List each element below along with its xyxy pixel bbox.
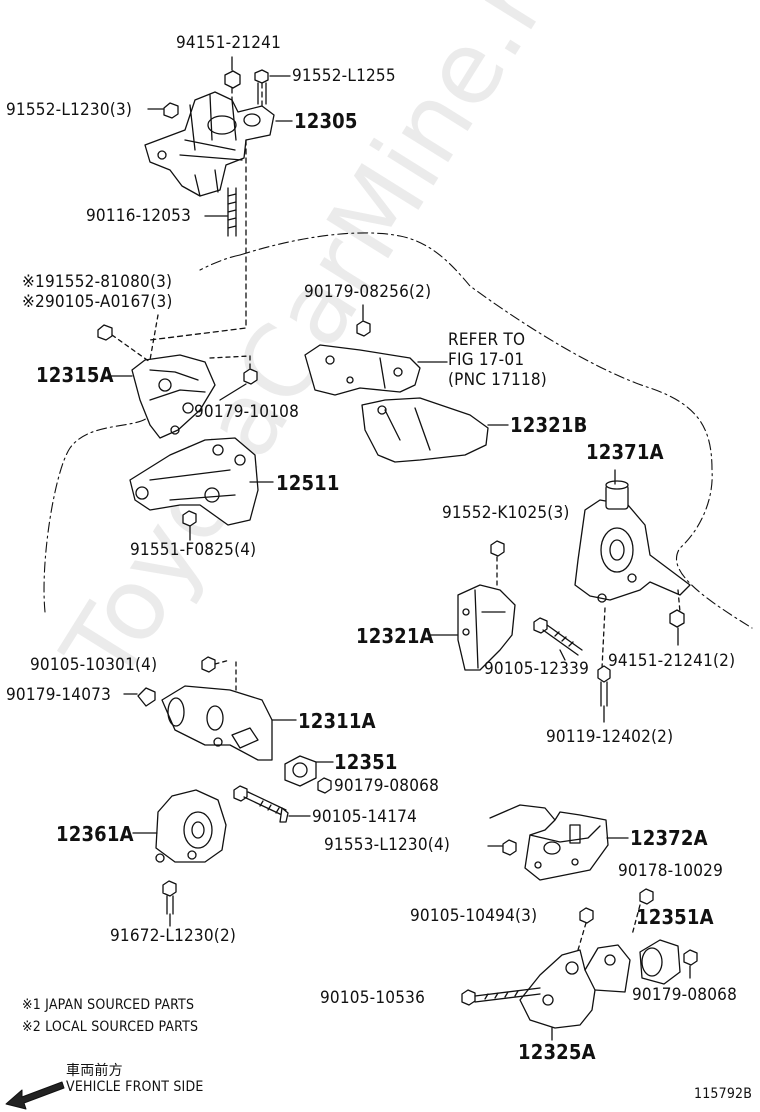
- label-90119-12402: 90119-12402(2): [546, 727, 674, 747]
- bolt-90105-10536: [461, 987, 541, 1006]
- label-90105-a0167: ※290105-A0167(3): [22, 292, 173, 312]
- label-91552-81080: ※191552-81080(3): [22, 272, 173, 292]
- label-91552-k1025: 91552-K1025(3): [442, 503, 570, 523]
- label-90105-10536: 90105-10536: [320, 988, 426, 1008]
- label-90105-10301: 90105-10301(4): [30, 655, 158, 675]
- nut-90178-10029: [631, 888, 654, 936]
- part-refer-bracket: [304, 344, 448, 396]
- label-12321a: 12321A: [356, 624, 434, 648]
- part-12371a-mount: [574, 469, 691, 669]
- bolt-91672-l1230: [162, 880, 177, 927]
- bolt-90105-10301: [201, 656, 237, 691]
- label-90116-12053: 90116-12053: [86, 206, 192, 226]
- refer-line-3: (PNC 17118): [448, 370, 547, 390]
- bolt-91553-l1230: [487, 839, 517, 856]
- bolt-91552-l1255: [254, 69, 291, 105]
- refer-line-1: REFER TO: [448, 330, 526, 350]
- note-japan-sourced: ※1 JAPAN SOURCED PARTS: [22, 997, 195, 1013]
- part-12305-mount: [144, 91, 275, 197]
- label-90179-08068-b: 90179-08068: [632, 985, 738, 1005]
- vehicle-front-arrow: [5, 1081, 65, 1110]
- bolt-91552-81080: [97, 314, 159, 363]
- label-91551-f0825: 91551-F0825(4): [130, 540, 257, 560]
- label-90105-10494: 90105-10494(3): [410, 906, 538, 926]
- nut-94151-21241-pair: [669, 609, 685, 646]
- stud-90116-12053: [204, 187, 237, 237]
- bolt-90105-10494: [579, 907, 594, 924]
- nut-90179-08068-a: [317, 777, 332, 794]
- part-12311a-bracket: [161, 685, 297, 761]
- label-91553-l1230: 91553-L1230(4): [324, 835, 451, 855]
- bolt-90105-12339: [533, 617, 583, 661]
- label-94151-21241-2: 94151-21241(2): [608, 651, 736, 671]
- label-12361a: 12361A: [56, 822, 134, 846]
- note-local-sourced: ※2 LOCAL SOURCED PARTS: [22, 1019, 199, 1035]
- clip-90179-14073: [123, 687, 156, 707]
- part-12351a-bushing: [639, 939, 681, 985]
- label-90105-12339: 90105-12339: [484, 659, 590, 679]
- label-90178-10029: 90178-10029: [618, 861, 724, 881]
- bolt-91552-k1025: [490, 540, 505, 586]
- figure-id: 115792B: [694, 1086, 753, 1102]
- nut-94151-top: [224, 56, 241, 89]
- label-12325a: 12325A: [518, 1040, 596, 1064]
- bolt-91552-l1230-left: [147, 102, 179, 119]
- direction-japanese: 車両前方: [66, 1063, 123, 1079]
- refer-line-2: FIG 17-01: [448, 350, 525, 370]
- label-12351: 12351: [334, 750, 398, 774]
- label-90179-14073: 90179-14073: [6, 685, 112, 705]
- engine-outline: [43, 232, 753, 629]
- part-12351-bushing: [284, 755, 334, 787]
- label-12311a: 12311A: [298, 709, 376, 733]
- label-91552-l1230-3: 91552-L1230(3): [6, 100, 133, 120]
- bolt-90105-14174: [233, 785, 311, 823]
- label-90179-08068-a: 90179-08068: [334, 776, 440, 796]
- label-94151-21241: 94151-21241: [176, 33, 282, 53]
- label-90179-08256: 90179-08256(2): [304, 282, 432, 302]
- part-12511-bracket: [129, 437, 274, 526]
- label-12511: 12511: [276, 471, 340, 495]
- part-12361a-mount: [132, 789, 227, 863]
- label-90105-14174: 90105-14174: [312, 807, 418, 827]
- label-90179-10108: 90179-10108: [194, 402, 300, 422]
- label-91552-l1255: 91552-L1255: [292, 66, 396, 86]
- label-12321b: 12321B: [510, 413, 588, 437]
- bolt-90119-12402: [597, 665, 611, 723]
- part-12315a-bracket: [107, 354, 216, 439]
- part-12321b-bracket: [361, 397, 509, 463]
- part-12372a-bracket: [489, 804, 629, 881]
- nut-90179-08068-b: [683, 949, 698, 979]
- nut-90179-08256: [356, 304, 371, 337]
- label-12372a: 12372A: [630, 826, 708, 850]
- bolt-91551-f0825: [182, 510, 197, 541]
- label-12305: 12305: [294, 109, 358, 133]
- label-12371a: 12371A: [586, 440, 664, 464]
- label-12351a: 12351A: [636, 905, 714, 929]
- part-12325a-bracket: [519, 922, 631, 1041]
- part-12321a-bracket: [429, 584, 516, 671]
- direction-english: VEHICLE FRONT SIDE: [66, 1079, 204, 1095]
- nut-90179-10108: [209, 355, 258, 401]
- label-12315a: 12315A: [36, 363, 114, 387]
- label-91672-l1230: 91672-L1230(2): [110, 926, 237, 946]
